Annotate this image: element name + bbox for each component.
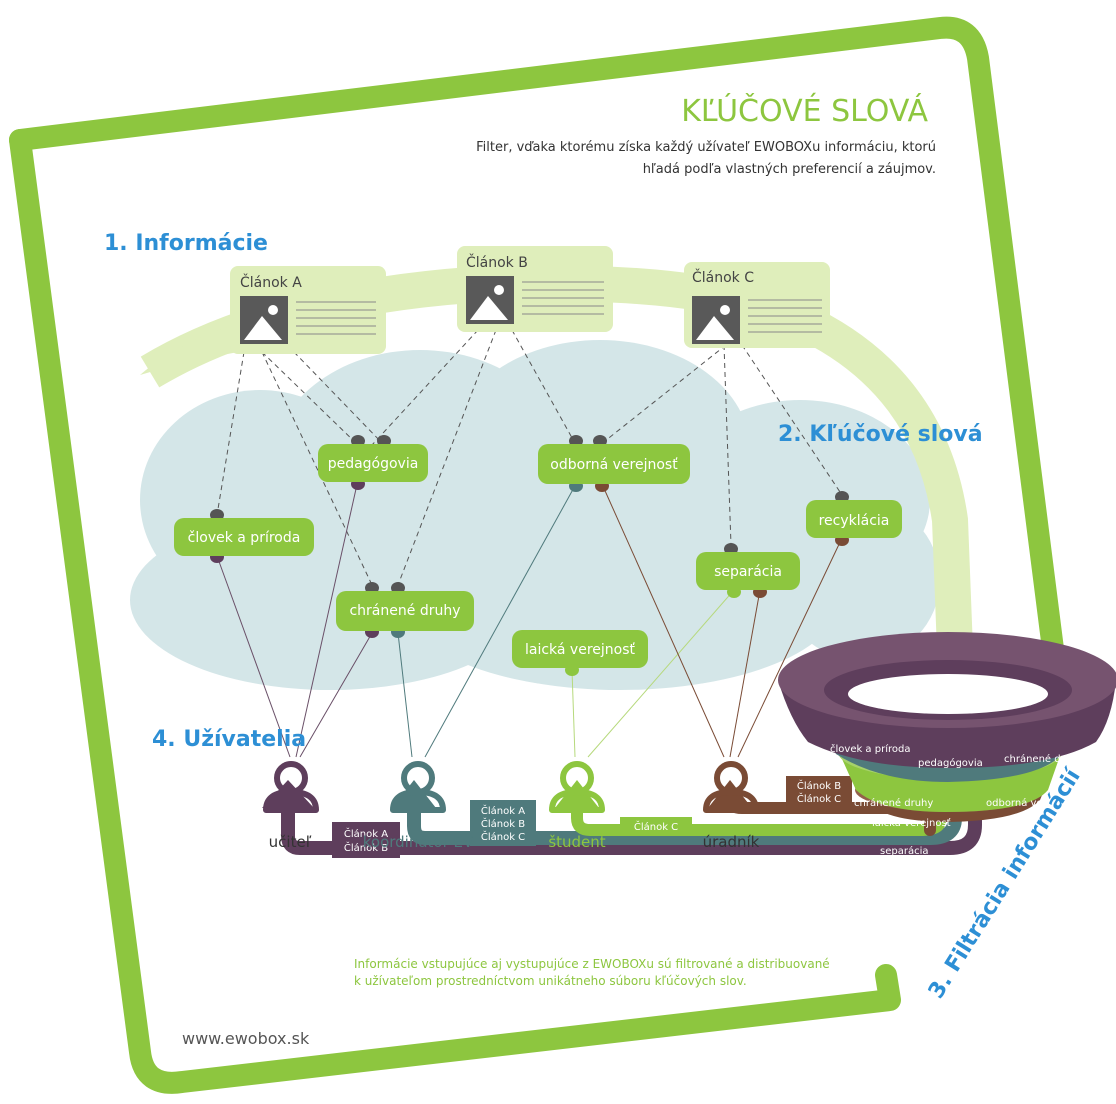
subtitle-line-2: hľadá podľa vlastných preferencií a záuj… — [643, 162, 936, 177]
article-card-a[interactable]: Článok A — [230, 266, 386, 354]
keyword-recyklacia[interactable]: recyklácia — [806, 491, 902, 546]
user-koordinator[interactable]: koordinátor EV — [363, 761, 474, 851]
svg-text:separácia: separácia — [880, 845, 928, 857]
svg-text:recyklácia: recyklácia — [984, 843, 1035, 855]
svg-text:Článok C: Článok C — [634, 820, 678, 833]
article-b-label: Článok B — [466, 253, 528, 271]
svg-text:odborná verejnosť: odborná verejnosť — [986, 797, 1077, 809]
green-frame — [9, 16, 1073, 1094]
keyword-recyklacia-label: recyklácia — [819, 513, 890, 529]
filter-funnel[interactable] — [778, 632, 1116, 822]
svg-text:Článok A: Článok A — [344, 827, 388, 840]
subtitle-line-1: Filter, vďaka ktorému získa každý užívat… — [476, 140, 936, 155]
keyword-odborna-verejnost[interactable]: odborná verejnosť — [538, 435, 690, 492]
user-ucitel-label: učiteľ — [269, 833, 312, 851]
svg-text:človek a príroda: človek a príroda — [830, 743, 910, 755]
flow-label-student: Článok C — [620, 817, 692, 835]
svg-text:laická verejnosť: laická verejnosť — [872, 817, 951, 829]
page-title: KĽÚČOVÉ SLOVÁ — [681, 92, 928, 129]
user-koordinator-label: koordinátor EV — [363, 833, 474, 851]
flow-label-uradnik: Článok B Článok C — [786, 776, 852, 808]
user-uradnik[interactable]: úradník — [703, 761, 760, 851]
keyword-chranene-label: chránené druhy — [349, 603, 460, 619]
user-links — [216, 479, 843, 758]
heading-informacie: 1. Informácie — [104, 231, 268, 256]
keyword-clovek-label: človek a príroda — [188, 530, 301, 546]
keyword-odborna-label: odborná verejnosť — [550, 457, 678, 473]
keyword-laicka-verejnost[interactable]: laická verejnosť — [512, 630, 648, 676]
user-student[interactable]: študent — [548, 761, 606, 851]
keyword-separacia-label: separácia — [714, 564, 782, 580]
article-c-label: Článok C — [692, 268, 754, 286]
dashed-links — [216, 329, 843, 586]
article-card-b[interactable]: Článok B — [457, 246, 613, 332]
keyword-laicka-label: laická verejnosť — [525, 642, 636, 658]
svg-text:Článok C: Článok C — [797, 792, 841, 805]
heading-uzivatelia: 4. Užívatelia — [152, 727, 306, 752]
keyword-chranene-druhy[interactable]: chránené druhy — [336, 582, 474, 638]
flow-label-ucitel: Článok A Článok B — [332, 822, 400, 858]
funnel-labels: človek a príroda pedagógovia chránené dr… — [830, 743, 1083, 857]
svg-text:separácia: separácia — [994, 817, 1042, 829]
note-line-1: Informácie vstupujúce aj vystupujúce z E… — [354, 957, 830, 971]
svg-text:Článok A: Článok A — [481, 804, 525, 817]
note-line-2: k užívateľom prostredníctvom unikátneho … — [354, 974, 747, 988]
keyword-clovek-a-priroda[interactable]: človek a príroda — [174, 509, 314, 563]
keyword-separacia[interactable]: separácia — [696, 543, 800, 598]
svg-text:Článok C: Článok C — [481, 830, 525, 843]
article-a-label: Článok A — [240, 273, 302, 291]
svg-text:chránené druhy: chránené druhy — [854, 797, 933, 809]
website-link[interactable]: www.ewobox.sk — [182, 1029, 310, 1048]
keyword-pedagogovia[interactable]: pedagógovia — [318, 435, 428, 490]
svg-text:Článok B: Článok B — [797, 779, 841, 792]
heading-klucove-slova: 2. Kľúčové slová — [778, 422, 983, 447]
svg-text:Článok B: Článok B — [344, 841, 388, 854]
flow-label-koordinator: Článok A Článok B Článok C — [470, 800, 536, 846]
keyword-pedagogovia-label: pedagógovia — [328, 456, 419, 472]
svg-text:Článok B: Článok B — [481, 817, 525, 830]
svg-text:pedagógovia: pedagógovia — [918, 757, 983, 769]
svg-text:chránené druhy: chránené druhy — [1004, 753, 1083, 765]
user-ucitel[interactable]: učiteľ — [263, 761, 319, 851]
user-uradnik-label: úradník — [703, 833, 760, 851]
user-student-label: študent — [548, 833, 605, 851]
article-card-c[interactable]: Článok C — [684, 262, 830, 348]
